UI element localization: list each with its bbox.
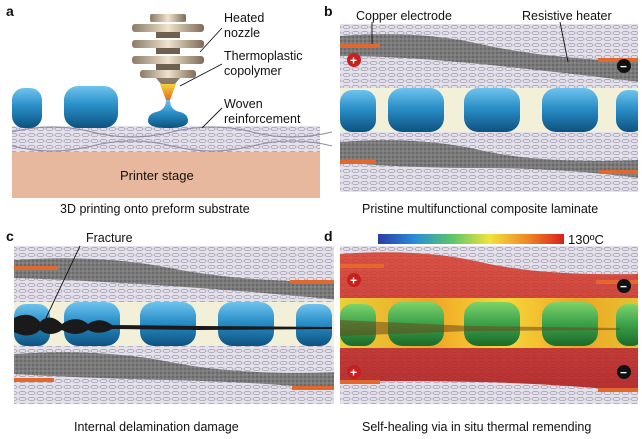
- panel-c-letter: c: [6, 228, 14, 244]
- fracture-label: Fracture: [86, 231, 133, 245]
- panel-b-caption: Pristine multifunctional composite lamin…: [362, 202, 598, 216]
- negative-terminal-icon: [617, 279, 631, 293]
- plus-sign-top: +: [350, 274, 357, 288]
- minus-sign-bottom: −: [620, 366, 627, 380]
- printed-droplet: [218, 302, 274, 346]
- resistive-heater-bottom: [340, 140, 638, 178]
- copper-electrode: [340, 380, 380, 384]
- resistive-heater-bottom: [14, 352, 334, 390]
- positive-terminal-icon: [347, 365, 361, 379]
- printed-droplet: [64, 86, 118, 128]
- copper-electrode: [596, 280, 638, 284]
- panel-b-letter: b: [324, 3, 333, 19]
- printed-droplet: [616, 90, 638, 132]
- healing-crack: [340, 320, 620, 336]
- copper-electrode: [598, 58, 638, 62]
- panel-a-letter: a: [6, 3, 14, 19]
- heated-nozzle-label-2: nozzle: [224, 26, 260, 40]
- panel-c: c Fracture Internal delamination damage: [6, 228, 334, 434]
- temperature-label: 130ºC: [568, 232, 604, 247]
- panel-a-caption: 3D printing onto preform substrate: [60, 202, 250, 216]
- woven-reinforcement: [11, 126, 333, 152]
- healing-droplet: [616, 304, 638, 346]
- printed-droplet: [140, 302, 196, 346]
- negative-terminal-icon: [617, 59, 631, 73]
- fracture-leader: [45, 245, 81, 319]
- copper-electrode: [340, 160, 376, 164]
- copper-electrode: [340, 44, 380, 48]
- copper-electrode: [290, 280, 334, 284]
- printed-droplet: [296, 304, 332, 346]
- woven-label-2: reinforcement: [224, 112, 301, 126]
- heater-leader: [559, 21, 569, 63]
- plus-sign: +: [350, 54, 357, 68]
- copper-electrode: [340, 264, 384, 268]
- panel-d-caption: Self-healing via in situ thermal remendi…: [362, 420, 591, 434]
- woven-label-1: Woven: [224, 97, 263, 111]
- healing-droplet: [464, 302, 520, 346]
- thermoplastic-copolymer-melt: [160, 84, 176, 100]
- heated-nozzle-label-1: Heated: [224, 11, 264, 25]
- stage-label: Printer stage: [120, 168, 194, 183]
- panel-b: b + − Copper electrode: [324, 3, 638, 216]
- resistive-heater-top: [14, 258, 334, 300]
- copper-electrode: [292, 386, 334, 390]
- printed-droplet: [12, 88, 42, 128]
- panel-c-caption: Internal delamination damage: [74, 420, 239, 434]
- positive-terminal-icon: [347, 53, 361, 67]
- negative-terminal-icon: [617, 365, 631, 379]
- printed-droplet: [542, 88, 598, 132]
- panel-d: d 130ºC + + − − Self-healing via in: [324, 228, 638, 434]
- delamination-crack: [14, 314, 332, 336]
- copolymer-label-1: Thermoplastic: [224, 49, 303, 63]
- copper-electrode: [600, 170, 638, 174]
- printed-droplet: [388, 88, 444, 132]
- resistive-heater-label: Resistive heater: [522, 9, 612, 23]
- panel-d-letter: d: [324, 228, 333, 244]
- resistive-heater-top: [340, 34, 638, 82]
- healing-droplet: [542, 302, 598, 346]
- copolymer-label-2: copolymer: [224, 64, 282, 78]
- printed-droplet: [340, 90, 376, 132]
- copper-electrode: [598, 388, 638, 392]
- minus-sign-top: −: [620, 280, 627, 294]
- copper-electrode: [14, 378, 54, 382]
- plus-sign-bottom: +: [350, 366, 357, 380]
- panel-a: a Printer stage: [6, 3, 333, 216]
- positive-terminal-icon: [347, 273, 361, 287]
- temperature-color-bar: [378, 234, 564, 244]
- woven-leader: [201, 107, 223, 129]
- nozzle-leader: [199, 27, 223, 53]
- copper-electrode: [14, 266, 58, 270]
- printer-stage: [12, 152, 320, 198]
- copper-electrode-label: Copper electrode: [356, 9, 452, 23]
- depositing-droplet: [148, 100, 188, 128]
- printed-droplet: [464, 88, 520, 132]
- minus-sign: −: [620, 60, 627, 74]
- copolymer-leader: [179, 63, 223, 87]
